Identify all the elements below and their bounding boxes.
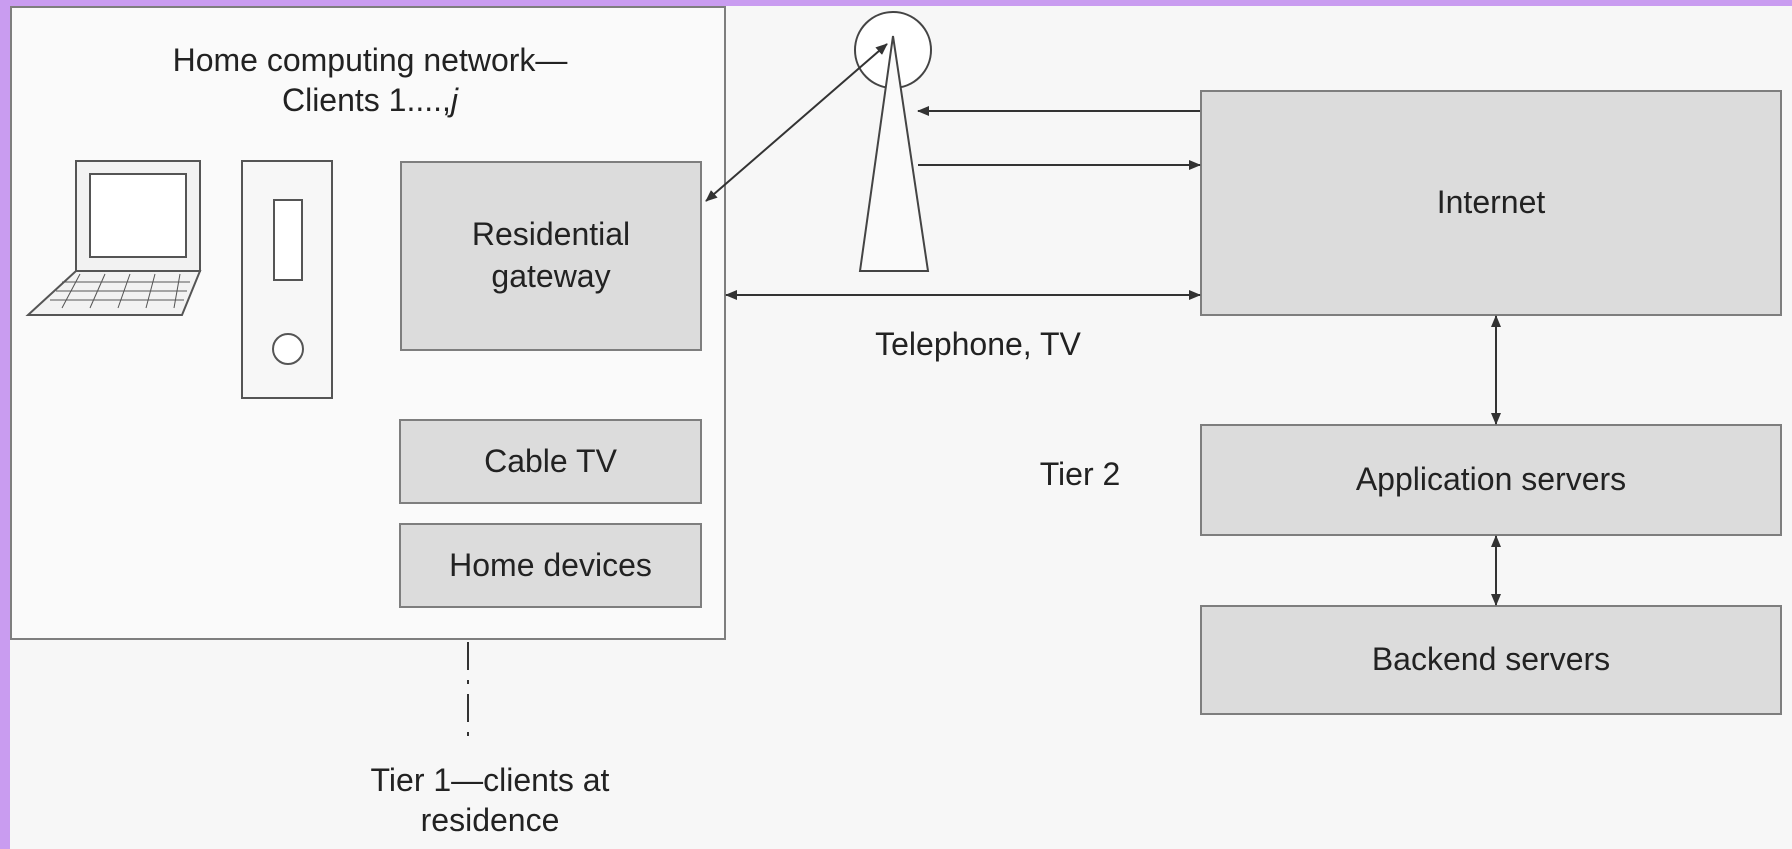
- home-devices-label: Home devices: [449, 546, 652, 583]
- laptop-icon: [25, 160, 202, 316]
- application-servers-label: Application servers: [1355, 461, 1627, 498]
- antenna-gateway-arrow: [705, 43, 888, 202]
- cable-tv-label: Cable TV: [484, 442, 617, 479]
- clients-index-j: j: [450, 82, 459, 118]
- connection-arrows: [467, 43, 1501, 741]
- telephone-tv-label: Telephone, TV: [875, 326, 1081, 362]
- diagram-graphics: [25, 11, 1501, 741]
- internet-box: Internet: [1200, 90, 1782, 316]
- backend-servers-label: Backend servers: [1371, 641, 1611, 678]
- tier1-label: Tier 1—clients at residence: [370, 762, 610, 838]
- home-devices-box: Home devices: [399, 523, 702, 608]
- cable-tv-box: Cable TV: [399, 419, 702, 504]
- phone-device-icon: [241, 160, 333, 399]
- backend-servers-box: Backend servers: [1200, 605, 1782, 715]
- home-network-clients-label: Clients 1....,: [281, 82, 451, 118]
- diagram-canvas: Home computing network— Clients 1....,j …: [10, 6, 1792, 849]
- antenna-tower-icon: [854, 11, 932, 272]
- internet-label: Internet: [1436, 184, 1546, 221]
- home-network-title: Home computing network— Clients 1....,j: [172, 42, 568, 118]
- residential-gateway-label: Residential gateway: [471, 216, 631, 294]
- residential-gateway-box: Residential gateway: [400, 161, 702, 351]
- tier2-label: Tier 2: [1039, 456, 1121, 492]
